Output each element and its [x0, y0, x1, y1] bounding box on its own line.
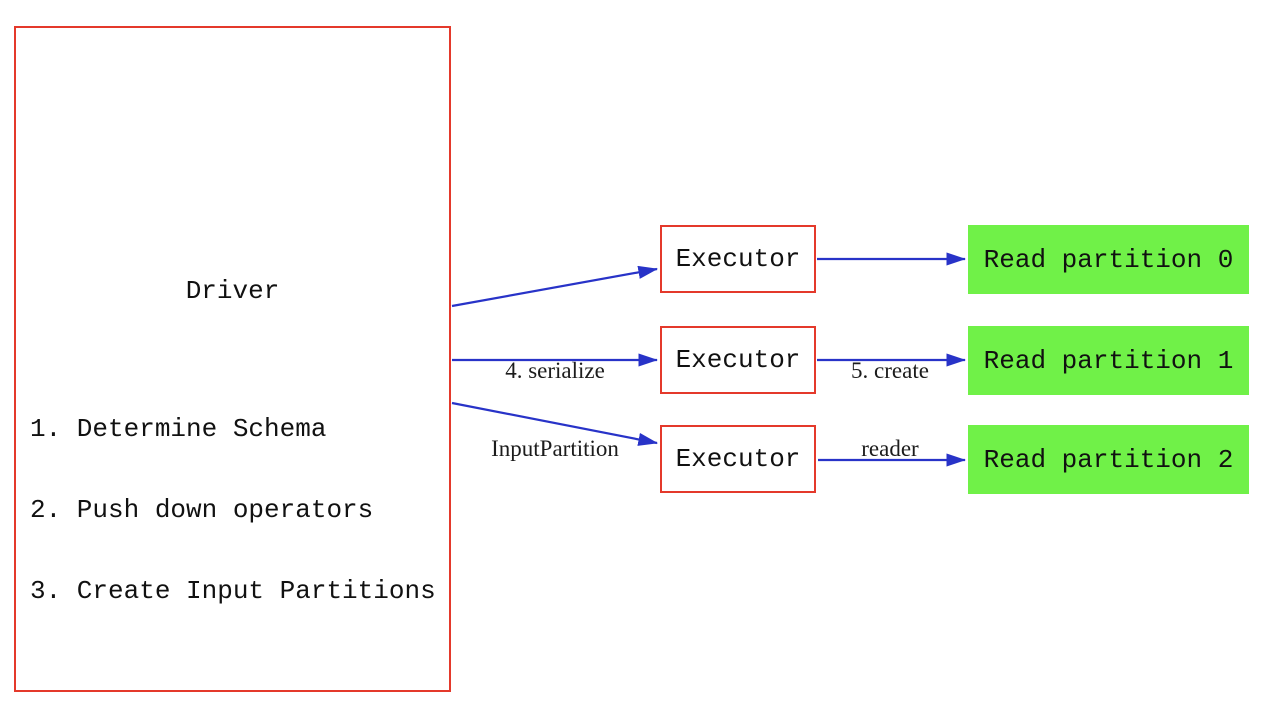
- driver-box: Driver 1. Determine Schema 2. Push down …: [14, 26, 451, 692]
- executor-label-1: Executor: [675, 345, 801, 375]
- driver-step-1: 1. Determine Schema: [30, 414, 327, 444]
- executor-box-2: Executor: [660, 425, 816, 493]
- driver-step-2: 2. Push down operators: [30, 495, 374, 525]
- read-partition-label-1: Read partition 1: [983, 345, 1234, 376]
- read-partition-box-2: Read partition 2: [968, 425, 1249, 494]
- create-reader-label-line2: reader: [861, 436, 919, 461]
- driver-title: Driver: [185, 276, 280, 306]
- executor-box-1: Executor: [660, 326, 816, 394]
- arrow-driver-to-executor-0: [451, 265, 659, 308]
- executor-label-0: Executor: [675, 244, 801, 274]
- read-partition-label-2: Read partition 2: [983, 444, 1234, 475]
- read-partition-box-1: Read partition 1: [968, 326, 1249, 395]
- create-reader-label: 5. create reader: [810, 306, 970, 514]
- create-reader-label-line1: 5. create: [851, 358, 929, 383]
- serialize-label-line1: 4. serialize: [505, 358, 605, 383]
- serialize-label-line2: InputPartition: [491, 436, 619, 461]
- driver-step-3: 3. Create Input Partitions: [30, 576, 436, 606]
- driver-steps: 1. Determine Schema 2. Push down operato…: [30, 362, 436, 659]
- executor-label-2: Executor: [675, 444, 801, 474]
- read-partition-label-0: Read partition 0: [983, 244, 1234, 275]
- serialize-inputpartition-label: 4. serialize InputPartition: [445, 306, 665, 514]
- executor-box-0: Executor: [660, 225, 816, 293]
- read-partition-box-0: Read partition 0: [968, 225, 1249, 294]
